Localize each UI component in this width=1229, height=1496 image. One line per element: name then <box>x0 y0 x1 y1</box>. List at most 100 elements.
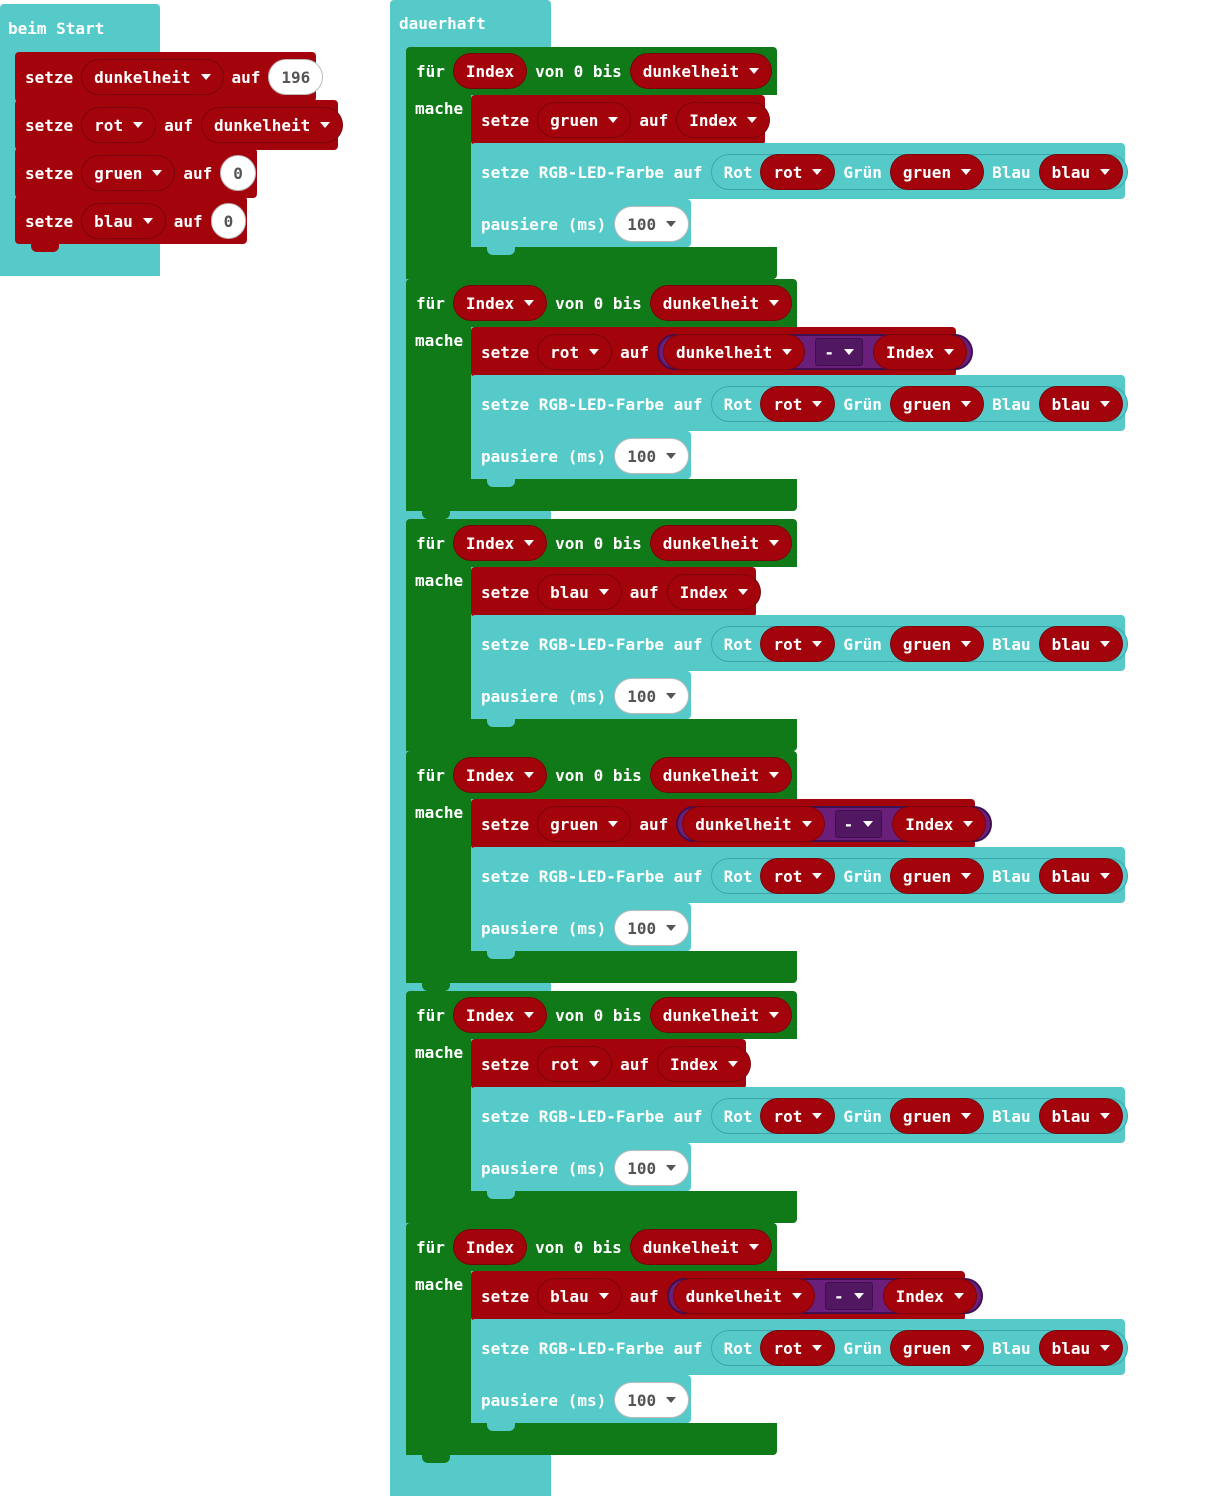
to-keyword: auf <box>639 110 669 130</box>
pause-label: pausiere (ms) <box>481 1390 607 1410</box>
chevron-down-icon <box>598 1293 609 1299</box>
chevron-down-icon <box>961 1345 972 1351</box>
loop-limit-reporter[interactable]: dunkelheit <box>629 53 773 89</box>
number-input[interactable]: 196 <box>268 59 324 95</box>
loop-variable-dropdown[interactable]: Index <box>452 285 548 321</box>
stack-tab <box>487 1191 515 1199</box>
loop-variable-dropdown[interactable]: Index <box>452 997 548 1033</box>
rgb-color-block[interactable]: Rot rot Grün gruen Blau blau <box>710 386 1129 422</box>
chevron-down-icon <box>1100 1345 1111 1351</box>
operator-dropdown[interactable]: - <box>824 1282 873 1310</box>
green-variable[interactable]: gruen <box>889 1330 985 1366</box>
red-variable[interactable]: rot <box>760 858 836 894</box>
variable-dropdown[interactable]: rot <box>81 107 157 143</box>
variable-reporter[interactable]: dunkelheit <box>682 806 825 842</box>
variable-dropdown[interactable]: blau <box>537 574 622 610</box>
green-variable[interactable]: gruen <box>889 386 985 422</box>
red-variable[interactable]: rot <box>760 1098 836 1134</box>
pause-duration-dropdown[interactable]: 100 <box>614 1382 690 1418</box>
chevron-down-icon <box>589 349 600 355</box>
blue-variable[interactable]: blau <box>1038 1098 1124 1134</box>
variable-reporter[interactable]: Index <box>656 1046 752 1082</box>
blue-variable[interactable]: blau <box>1038 858 1124 894</box>
green-variable[interactable]: gruen <box>889 1098 985 1134</box>
variable-reporter[interactable]: Index <box>666 574 761 610</box>
green-variable[interactable]: gruen <box>889 858 985 894</box>
operator-dropdown[interactable]: - <box>815 338 863 366</box>
set-row: setze blau auf dunkelheit - Index <box>473 1273 999 1319</box>
math-subtract-block[interactable]: dunkelheit - Index <box>666 1278 983 1314</box>
pause-duration-dropdown[interactable]: 100 <box>614 206 690 242</box>
red-variable[interactable]: rot <box>760 1330 836 1366</box>
chevron-down-icon <box>524 772 535 778</box>
variable-dropdown[interactable]: blau <box>537 1278 622 1314</box>
for-loop-header: für Index von 0 bis dunkelheit <box>408 48 788 94</box>
to-keyword: auf <box>164 115 193 135</box>
loop-variable-dropdown[interactable]: Index <box>452 1229 528 1265</box>
blue-variable[interactable]: blau <box>1038 1330 1124 1366</box>
blue-label: Blau <box>992 1106 1031 1126</box>
math-subtract-block[interactable]: dunkelheit - Index <box>676 806 993 842</box>
variable-reporter[interactable]: Index <box>872 334 968 370</box>
set-keyword: setze <box>25 67 74 87</box>
variable-dropdown[interactable]: gruen <box>81 155 176 191</box>
variable-dropdown[interactable]: rot <box>537 334 613 370</box>
red-variable[interactable]: rot <box>760 386 836 422</box>
chevron-down-icon <box>769 540 780 546</box>
chevron-down-icon <box>961 401 972 407</box>
blue-variable[interactable]: blau <box>1038 626 1124 662</box>
number-input[interactable]: 0 <box>220 155 256 191</box>
loop-limit-reporter[interactable]: dunkelheit <box>649 997 793 1033</box>
green-variable[interactable]: gruen <box>889 154 985 190</box>
variable-dropdown[interactable]: blau <box>81 203 166 239</box>
green-label: Grün <box>843 162 882 182</box>
variable-reporter[interactable]: dunkelheit <box>672 1278 815 1314</box>
loop-variable-dropdown[interactable]: Index <box>452 525 548 561</box>
variable-reporter[interactable]: Index <box>892 806 987 842</box>
blue-variable[interactable]: blau <box>1038 154 1124 190</box>
chevron-down-icon <box>320 122 331 128</box>
variable-reporter[interactable]: dunkelheit <box>200 107 344 143</box>
chevron-down-icon <box>812 401 823 407</box>
variable-dropdown[interactable]: rot <box>537 1046 613 1082</box>
chevron-down-icon <box>961 641 972 647</box>
loop-limit-reporter[interactable]: dunkelheit <box>649 285 793 321</box>
blue-variable[interactable]: blau <box>1038 386 1124 422</box>
green-variable[interactable]: gruen <box>889 626 985 662</box>
math-subtract-block[interactable]: dunkelheit - Index <box>656 334 974 370</box>
for-keyword: für <box>416 293 445 313</box>
pause-duration-dropdown[interactable]: 100 <box>614 910 690 946</box>
variable-dropdown[interactable]: gruen <box>537 806 632 842</box>
for-loop-header: für Index von 0 bis dunkelheit <box>408 520 808 566</box>
rgb-row: setze RGB-LED-Farbe auf Rot rot Grün gru… <box>473 381 1144 427</box>
rgb-color-block[interactable]: Rot rot Grün gruen Blau blau <box>710 1330 1129 1366</box>
variable-dropdown[interactable]: dunkelheit <box>81 59 224 95</box>
loop-variable-dropdown[interactable]: Index <box>452 757 548 793</box>
for-loop-foot <box>406 951 797 983</box>
set-row: setze rot auf Index <box>473 1041 767 1087</box>
rgb-color-block[interactable]: Rot rot Grün gruen Blau blau <box>710 626 1129 662</box>
chevron-down-icon <box>666 453 677 459</box>
loop-limit-reporter[interactable]: dunkelheit <box>649 525 793 561</box>
red-variable[interactable]: rot <box>760 154 836 190</box>
pause-duration-dropdown[interactable]: 100 <box>614 1150 690 1186</box>
chevron-down-icon <box>961 873 972 879</box>
variable-reporter[interactable]: Index <box>882 1278 977 1314</box>
set-keyword: setze <box>481 582 530 602</box>
rgb-color-block[interactable]: Rot rot Grün gruen Blau blau <box>710 1098 1129 1134</box>
red-variable[interactable]: rot <box>760 626 836 662</box>
operator-dropdown[interactable]: - <box>834 810 883 838</box>
loop-limit-reporter[interactable]: dunkelheit <box>649 757 793 793</box>
pause-duration-dropdown[interactable]: 100 <box>614 678 690 714</box>
variable-dropdown[interactable]: gruen <box>537 102 632 138</box>
rgb-color-block[interactable]: Rot rot Grün gruen Blau blau <box>710 154 1129 190</box>
rgb-color-block[interactable]: Rot rot Grün gruen Blau blau <box>710 858 1129 894</box>
variable-reporter[interactable]: dunkelheit <box>662 334 806 370</box>
loop-variable-dropdown[interactable]: Index <box>452 53 528 89</box>
number-input[interactable]: 0 <box>210 203 247 239</box>
variable-reporter[interactable]: Index <box>676 102 771 138</box>
loop-limit-reporter[interactable]: dunkelheit <box>629 1229 773 1265</box>
chevron-down-icon <box>1100 873 1111 879</box>
pause-duration-dropdown[interactable]: 100 <box>614 438 690 474</box>
green-label: Grün <box>843 634 882 654</box>
